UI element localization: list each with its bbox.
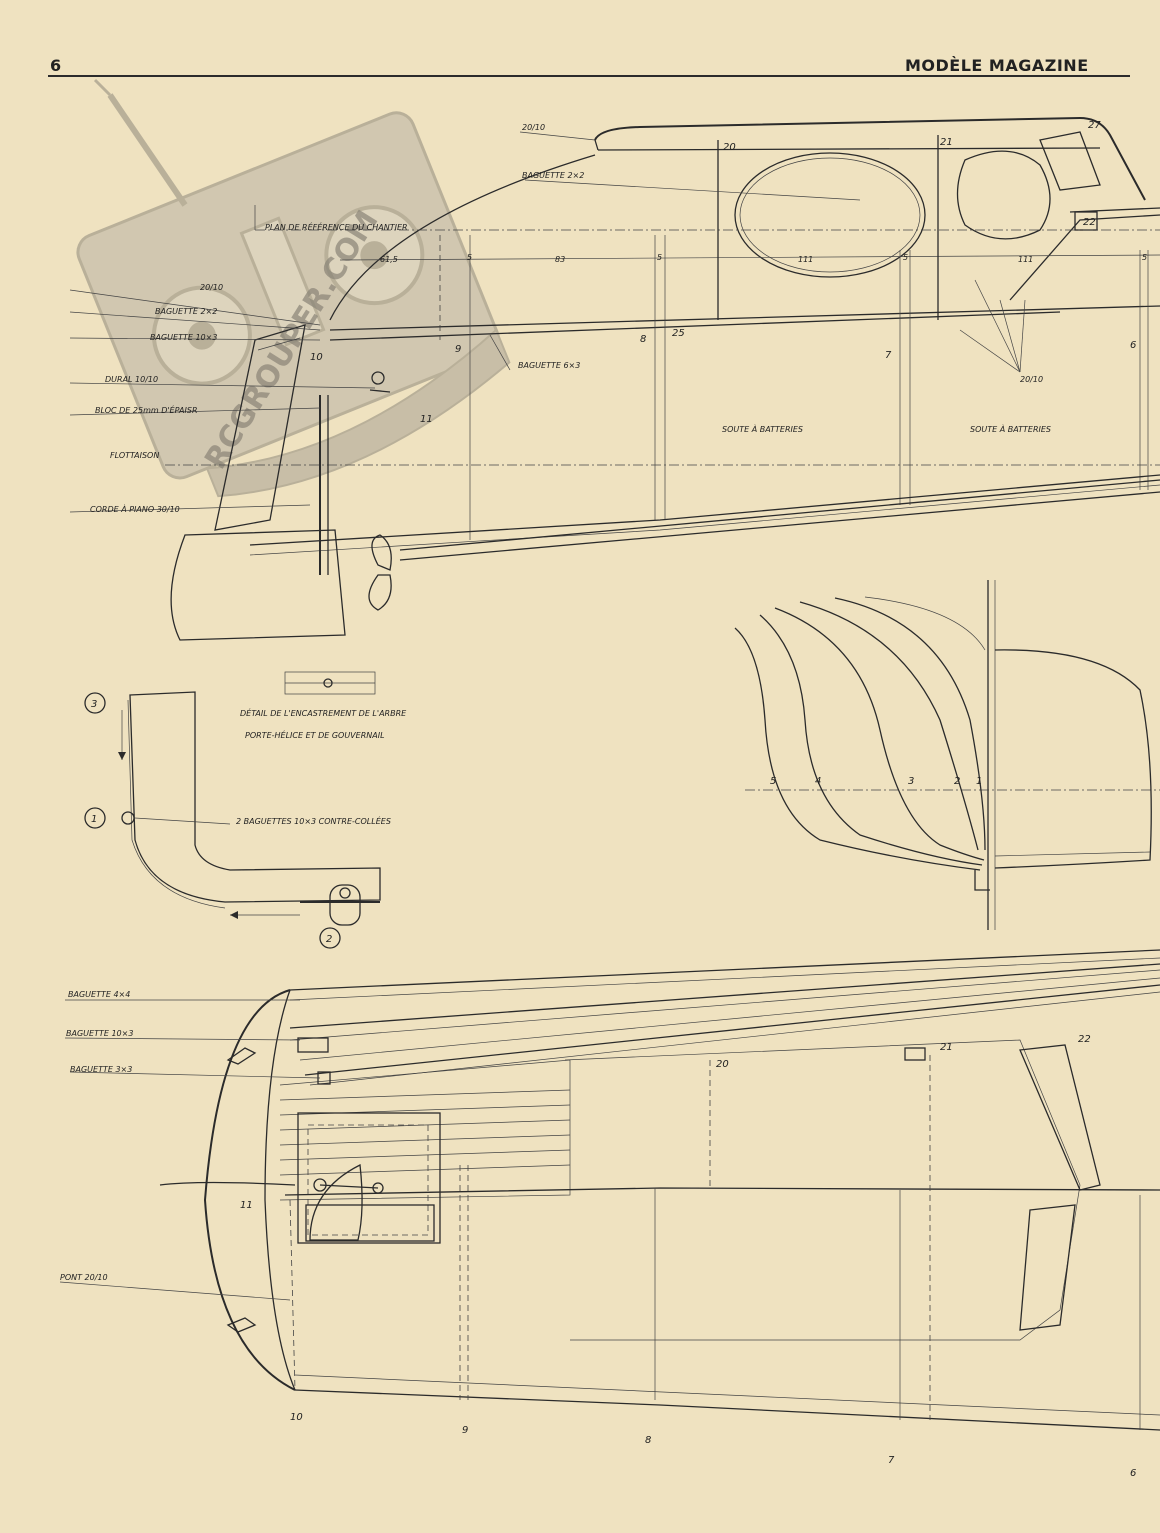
dim-2: 83	[555, 255, 565, 264]
dim-0: 61,5	[380, 255, 398, 264]
label-pont: PONT 20/10	[60, 1273, 108, 1282]
label-dural: DURAL 10/10	[105, 375, 158, 384]
label-bloc: BLOC DE 25mm D'ÉPAISR	[95, 404, 198, 415]
label-corde: CORDE À PIANO 30/10	[90, 503, 180, 514]
label-20-10-right: 20/10	[1020, 375, 1043, 384]
frame-11: 11	[420, 414, 433, 425]
callout-2: 2	[326, 934, 332, 945]
dim-4: 111	[798, 255, 813, 264]
top-frame-11: 11	[240, 1200, 253, 1211]
label-baguette-6x3: BAGUETTE 6×3	[518, 361, 580, 370]
label-baguette-10x3-top: BAGUETTE 10×3	[66, 1029, 133, 1038]
detail-caption-line2: PORTE-HÉLICE ET DE GOUVERNAIL	[245, 729, 385, 740]
dim-3: 5	[657, 253, 662, 262]
label-baguette-10x3: BAGUETTE 10×3	[150, 333, 217, 342]
dim-5: 5	[903, 253, 908, 262]
top-frame-10: 10	[290, 1412, 303, 1423]
station-2: 2	[954, 776, 960, 787]
top-frame-9: 9	[462, 1425, 468, 1436]
top-view	[59, 949, 1160, 1431]
frame-25: 25	[672, 328, 685, 339]
label-soute-2: SOUTE À BATTERIES	[970, 423, 1051, 434]
detail-baguettes-label: 2 BAGUETTES 10×3 CONTRE-COLLÉES	[236, 815, 391, 826]
frame-8: 8	[640, 334, 646, 345]
top-frame-20: 20	[716, 1059, 729, 1070]
frame-22: 22	[1083, 217, 1096, 228]
station-4: 4	[815, 776, 821, 787]
section-view	[734, 580, 1160, 930]
top-frame-21: 21	[940, 1042, 953, 1053]
top-frame-22: 22	[1078, 1034, 1091, 1045]
label-baguette-3x3: BAGUETTE 3×3	[70, 1065, 132, 1074]
frame-21: 21	[940, 137, 953, 148]
side-view	[69, 116, 1160, 641]
label-soute-1: SOUTE À BATTERIES	[722, 423, 803, 434]
label-flottaison: FLOTTAISON	[110, 451, 159, 460]
top-frame-7: 7	[888, 1455, 895, 1466]
top-frame-6: 6	[1130, 1468, 1136, 1479]
label-baguette-4x4: BAGUETTE 4×4	[68, 990, 130, 999]
label-baguette-2x2-top: BAGUETTE 2×2	[522, 171, 584, 180]
frame-6: 6	[1130, 340, 1136, 351]
frame-10: 10	[310, 352, 323, 363]
watermark-logo	[76, 78, 511, 498]
label-20-10-left: 20/10	[200, 283, 223, 292]
dim-6: 111	[1018, 255, 1033, 264]
frame-27: 27	[1088, 120, 1101, 131]
frame-9: 9	[455, 344, 461, 355]
dim-7: 5	[1142, 253, 1147, 262]
frame-7: 7	[885, 350, 892, 361]
label-20-10-top: 20/10	[522, 123, 545, 132]
detail-drawing	[84, 671, 381, 949]
station-1: 1	[976, 776, 982, 787]
callout-1: 1	[91, 814, 97, 825]
label-baguette-2x2-left: BAGUETTE 2×2	[155, 307, 217, 316]
frame-20: 20	[723, 142, 736, 153]
station-3: 3	[908, 776, 914, 787]
detail-caption-line1: DÉTAIL DE L'ENCASTREMENT DE L'ARBRE	[240, 707, 407, 718]
callout-3: 3	[91, 699, 97, 710]
station-5: 5	[770, 776, 776, 787]
dim-1: 5	[467, 253, 472, 262]
reference-plane-label: PLAN DE RÉFÉRENCE DU CHANTIER	[265, 221, 408, 232]
page-number: 6	[50, 56, 62, 75]
magazine-title: MODÈLE MAGAZINE	[905, 56, 1089, 75]
top-frame-8: 8	[645, 1435, 651, 1446]
